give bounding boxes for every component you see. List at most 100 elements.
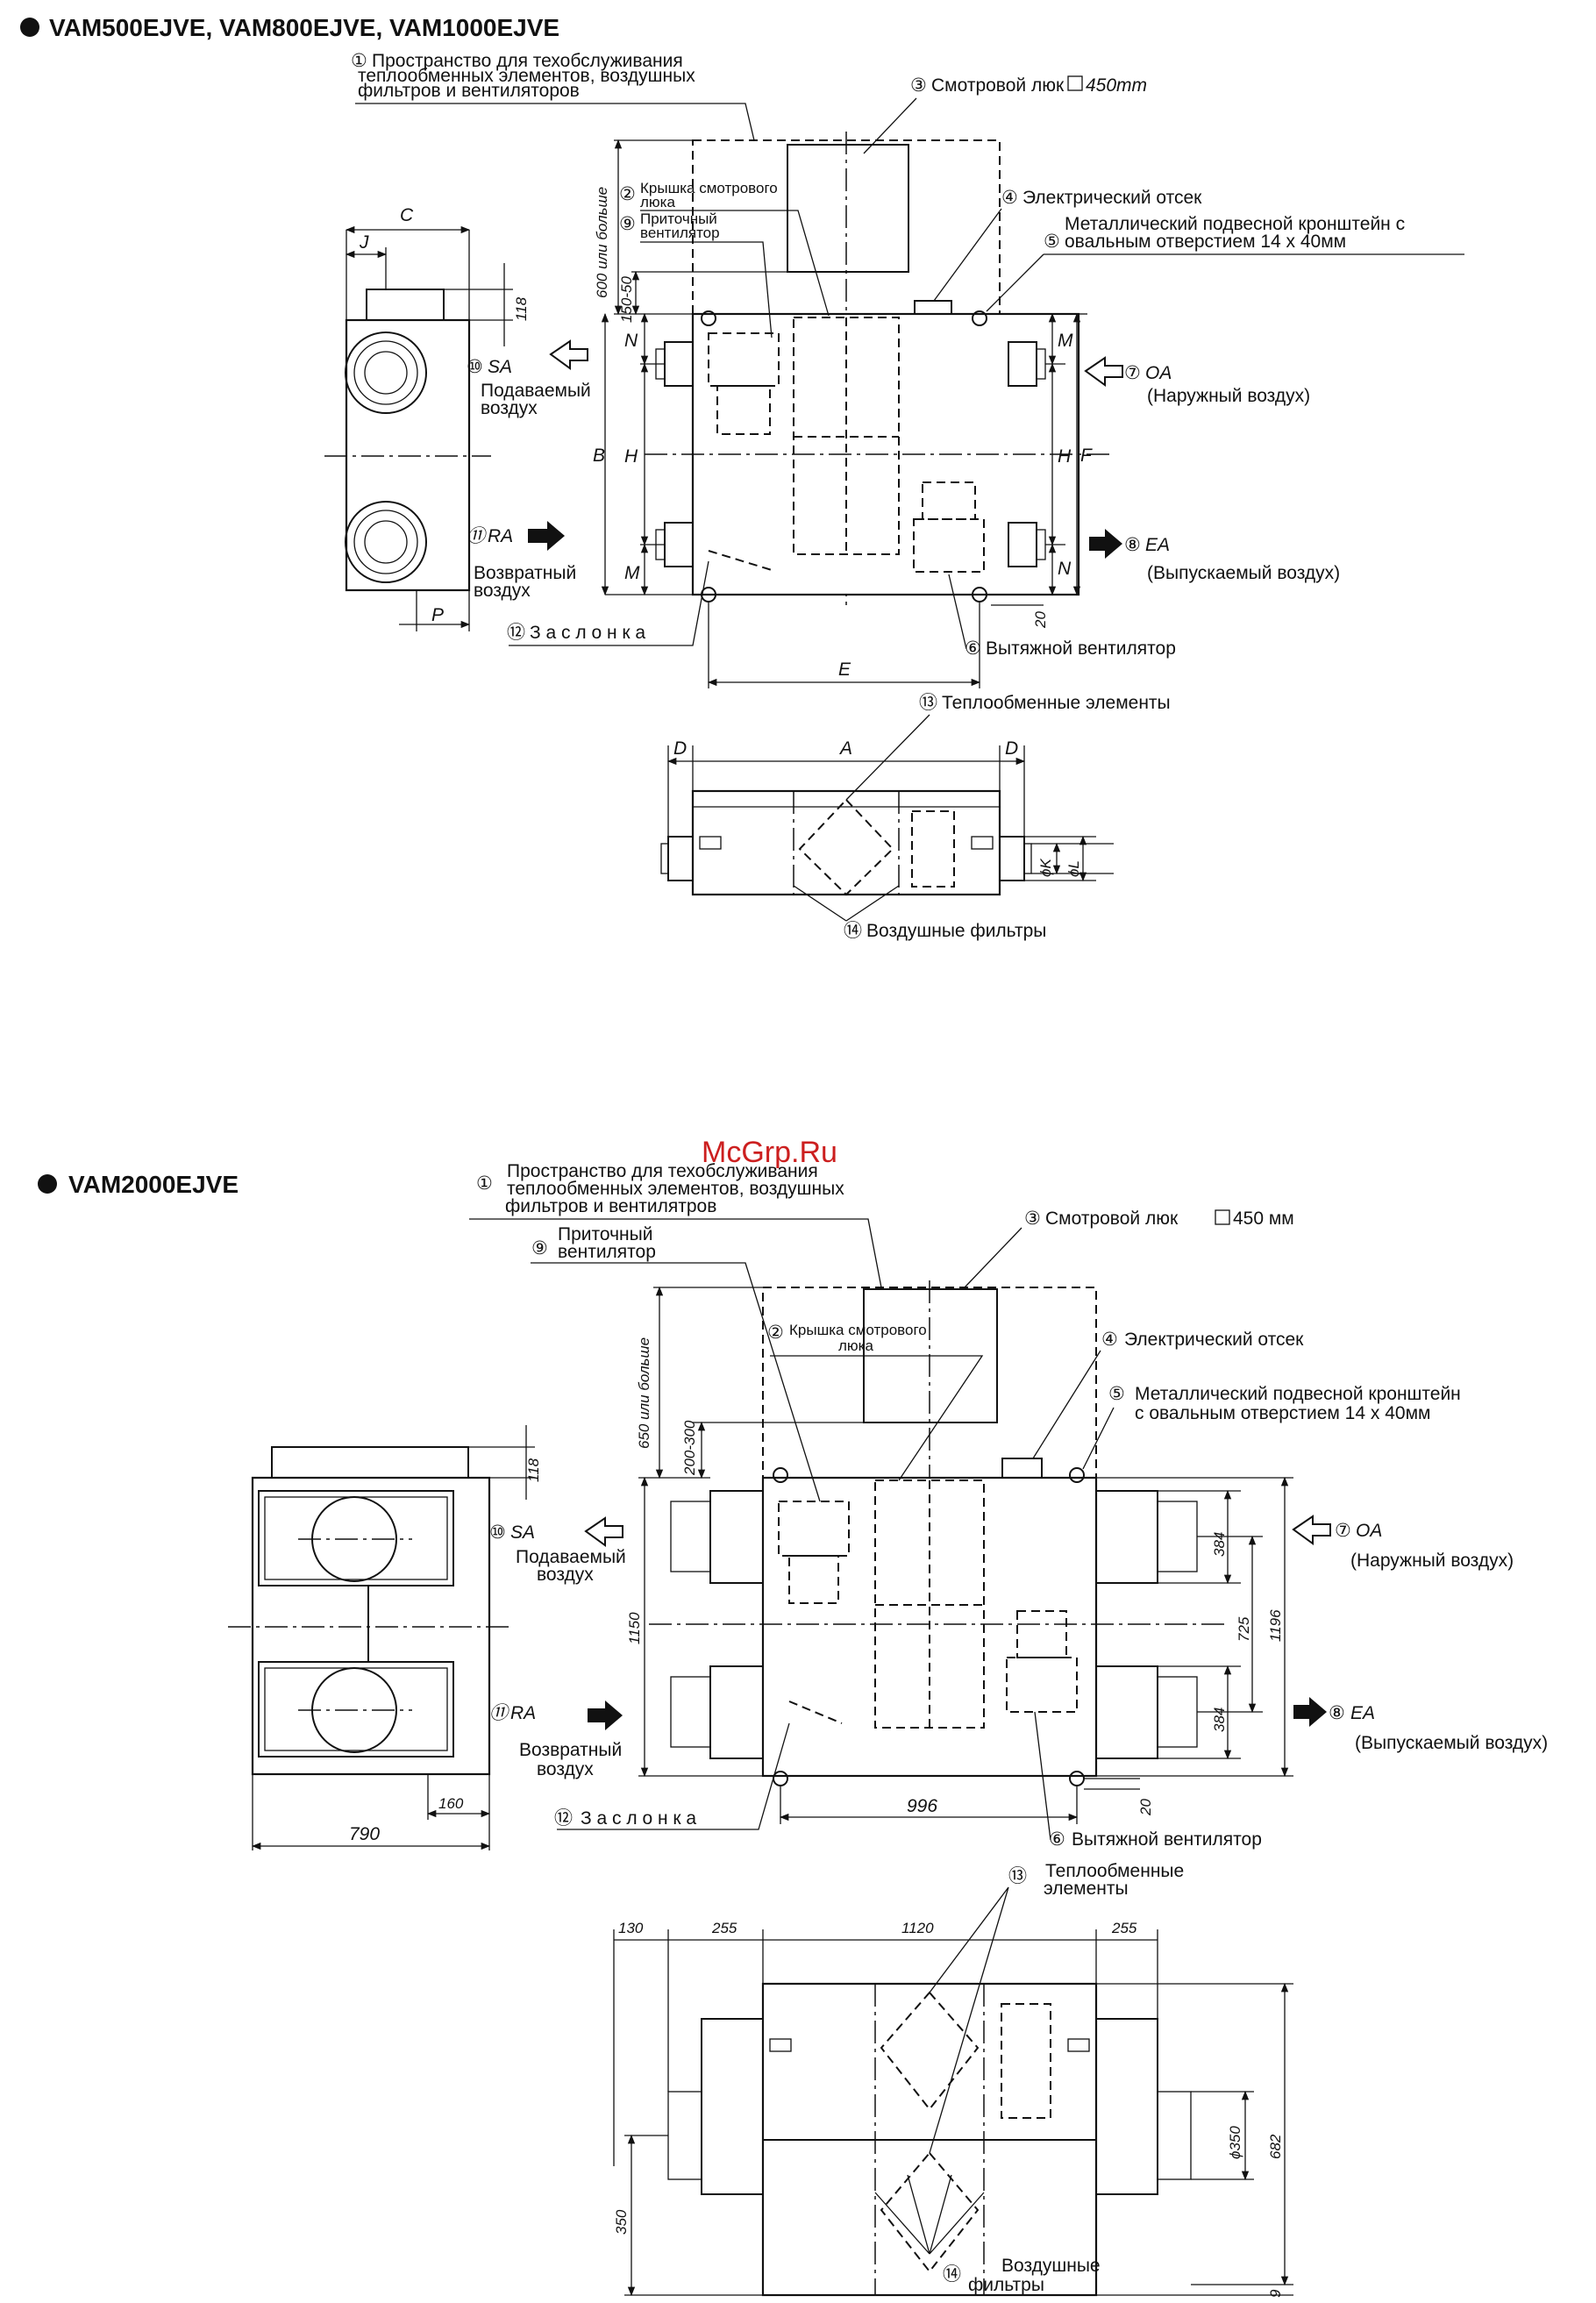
dim-150: 150-50: [618, 276, 635, 323]
callout-6-2: ⑥: [1049, 1829, 1065, 1850]
dim-N-left: N: [624, 331, 638, 351]
label2-service-space-1: Пространство для техобслуживания: [507, 1161, 818, 1181]
callout-7: ⑦: [1124, 363, 1141, 383]
dim-P: P: [431, 605, 444, 625]
callout-14: ⑭: [844, 921, 862, 941]
callout-12-2: ⑫: [554, 1808, 573, 1829]
label-service-space-3: фильтров и вентиляторов: [358, 81, 580, 101]
sa-desc-1: Подаваемый: [481, 381, 591, 401]
oa-label: OA: [1145, 363, 1172, 383]
label-service-space-2: теплообменных элементов, воздушных: [358, 66, 695, 86]
dim-F: F: [1080, 446, 1093, 466]
section2-callouts: ① Пространство для техобслуживания тепло…: [469, 1161, 1461, 1850]
ra-label: RA: [488, 526, 513, 546]
dim-B: B: [593, 446, 605, 466]
dim-1196: 1196: [1267, 1609, 1284, 1642]
callout-12: ⑫: [507, 623, 525, 643]
label2-heat-exchange-2: элементы: [1044, 1879, 1129, 1899]
label2-supply-fan-1: Приточный: [558, 1224, 652, 1244]
label2-electrical-box: Электрический отсек: [1124, 1330, 1304, 1350]
label2-damper: З а с л о н к а: [581, 1808, 696, 1829]
section1-title: VAM500EJVE, VAM800EJVE, VAM1000EJVE: [49, 14, 559, 41]
sa-desc-2: воздух: [481, 398, 538, 418]
dim-D-right: D: [1005, 738, 1018, 759]
dim-1150: 1150: [626, 1612, 643, 1644]
label2-inspection-hatch: Смотровой люк: [1045, 1209, 1179, 1229]
section2-side-view: 118 160 790: [228, 1425, 542, 1850]
callout-1-2: ①: [476, 1173, 493, 1194]
oa-desc: (Наружный воздух): [1147, 386, 1310, 406]
oa-arrow-icon: [1084, 356, 1123, 387]
label2-service-space-2: теплообменных элементов, воздушных: [507, 1179, 844, 1199]
dim-L: ϕL: [1065, 860, 1082, 877]
ra-desc-1: Возвратный: [474, 563, 576, 583]
section1-airflow-left: ⑩ SA Подаваемый воздух ⑪ RA Возвратный в…: [467, 339, 591, 601]
ra-desc-2-1: Возвратный: [519, 1740, 622, 1760]
ea-arrow-icon: [1089, 529, 1122, 559]
label-inspection-hatch: Смотровой люк: [931, 75, 1065, 96]
label2-hatch-cover-1: Крышка смотрового: [789, 1322, 927, 1338]
dim-160: 160: [438, 1795, 464, 1812]
dim-D-left: D: [673, 738, 687, 759]
label-exhaust-fan: Вытяжной вентилятор: [986, 638, 1176, 659]
callout-6: ⑥: [965, 638, 981, 659]
ea-label-2: EA: [1350, 1703, 1375, 1723]
dim-790: 790: [349, 1824, 380, 1844]
section2-title: VAM2000EJVE: [68, 1171, 239, 1198]
label2-air-filters-1: Воздушные: [1001, 2256, 1101, 2276]
section2-header: VAM2000EJVE: [38, 1171, 239, 1198]
callout-3-2: ③: [1024, 1209, 1041, 1229]
dim-118: 118: [513, 296, 530, 321]
ea-label: EA: [1145, 535, 1170, 555]
callout-8-2: ⑧: [1329, 1703, 1345, 1723]
label-bracket-2: овальным отверстием 14 x 40мм: [1065, 232, 1346, 252]
callout-10: ⑩: [467, 357, 483, 377]
section1-side-view: C J 118 P: [324, 205, 530, 631]
dim-N-right: N: [1058, 559, 1072, 579]
label2-exhaust-fan: Вытяжной вентилятор: [1072, 1829, 1262, 1850]
oa-arrow-icon: [1292, 1515, 1331, 1545]
label-damper: З а с л о н к а: [530, 623, 645, 643]
callout-2-2: ②: [767, 1323, 784, 1343]
callout-4: ④: [1001, 188, 1018, 208]
callout-5: ⑤: [1044, 232, 1060, 252]
label-electrical-box: Электрический отсек: [1022, 188, 1202, 208]
label2-service-space-3: фильтров и вентилятров: [505, 1196, 716, 1216]
dim-255-right: 255: [1111, 1920, 1137, 1936]
section2-airflow-right: ⑦ OA (Наружный воздух) ⑧ EA (Выпускаемый…: [1292, 1515, 1548, 1753]
label-hatch-cover-1: Крышка смотрового: [640, 180, 778, 196]
label2-supply-fan-2: вентилятор: [558, 1242, 656, 1262]
dim-9: 9: [1267, 2289, 1284, 2298]
callout-9-2: ⑨: [531, 1238, 548, 1258]
label-bracket-1: Металлический подвесной кронштейн с: [1065, 214, 1405, 234]
dim-M-right: M: [1058, 331, 1073, 351]
section2-airflow-left: ⑩ SA Подаваемый воздух ⑪ RA Возвратный в…: [489, 1516, 626, 1779]
sa-label-2: SA: [510, 1522, 535, 1543]
callout-11: ⑪: [467, 526, 488, 546]
callout-8: ⑧: [1124, 535, 1141, 555]
dim-600: 600 или больше: [594, 187, 610, 298]
sa-desc-2-2: воздух: [537, 1565, 594, 1585]
dim-350-vert: 350: [613, 2209, 630, 2235]
square-icon: [1067, 75, 1083, 91]
dim-H-right: H: [1058, 446, 1072, 467]
callout-7-2: ⑦: [1335, 1521, 1351, 1541]
sa-label: SA: [488, 357, 512, 377]
callout-11-2: ⑪: [489, 1703, 510, 1723]
callout-5-2: ⑤: [1108, 1384, 1125, 1404]
section1-airflow-right: ⑦ OA (Наружный воздух) ⑧ EA (Выпускаемый…: [1084, 356, 1340, 583]
dim-384-bottom: 384: [1211, 1708, 1228, 1732]
dim-20: 20: [1032, 611, 1049, 629]
label2-inspection-dim: 450 мм: [1233, 1209, 1294, 1229]
callout-1: ①: [351, 51, 367, 71]
section1-top-view: 600 или больше 150-50 B N H M M H N F 20…: [593, 132, 1114, 688]
dim-20-2: 20: [1137, 1799, 1154, 1816]
dim-K: ϕK: [1037, 859, 1054, 877]
ra-arrow-icon: [528, 521, 565, 551]
dim-M-left: M: [624, 563, 640, 583]
ra-desc-2: воздух: [474, 581, 531, 601]
sa-arrow-icon: [584, 1516, 623, 1547]
label-heat-exchange: Теплообменные элементы: [942, 693, 1171, 713]
oa-desc-2: (Наружный воздух): [1350, 1551, 1514, 1571]
dim-C: C: [400, 205, 414, 225]
